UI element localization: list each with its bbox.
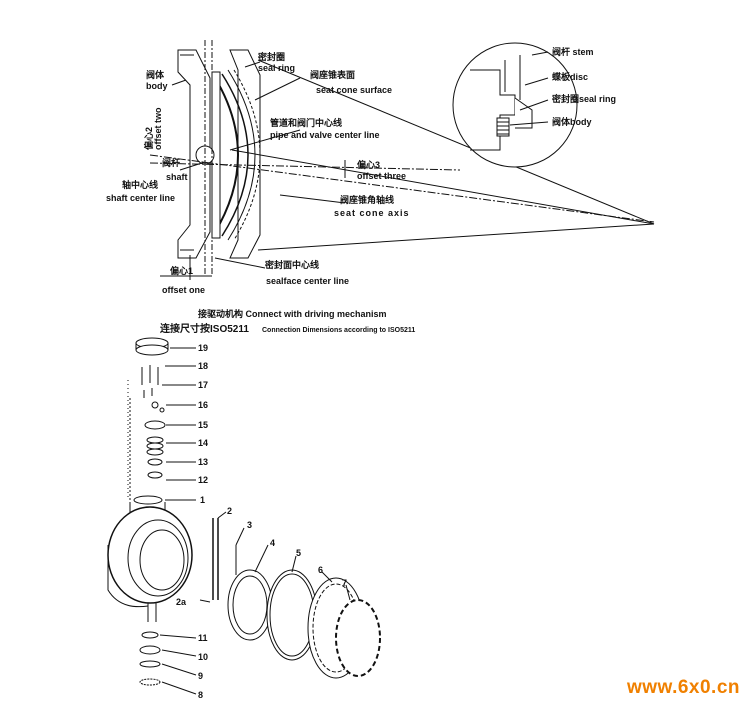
seat-cone-axis-en: seat cone axis: [334, 208, 410, 218]
part-number: 1: [200, 495, 206, 505]
shaft-center-en: shaft center line: [106, 193, 176, 203]
shaft-label-en: shaft: [166, 172, 188, 182]
part-number: 2: [227, 506, 233, 516]
offset-one-cn: 偏心1: [170, 266, 194, 276]
offset-three-en: offset three: [357, 171, 407, 181]
detail-seal-ring-label: 密封圈seal ring: [552, 94, 617, 104]
seal-ring-label-cn: 密封圈: [258, 52, 286, 62]
part-number: 10: [198, 652, 209, 662]
pipe-center-line: [149, 154, 655, 223]
part-number: 9: [198, 671, 204, 681]
body-label-cn: 阀体: [146, 70, 165, 80]
seat-cone-axis-line: [231, 149, 655, 225]
disc-section: [211, 69, 261, 241]
sealface-center-en: sealface center line: [266, 276, 350, 286]
part-number: 5: [296, 548, 302, 558]
site-watermark: www.6x0.cn: [626, 677, 740, 698]
part-number: 18: [198, 361, 209, 371]
body-label-en: body: [146, 81, 168, 91]
shaft-label-cn: 阀杆: [162, 158, 181, 168]
part-number: 19: [198, 343, 209, 353]
exploded-view: [107, 337, 381, 695]
offset-three-cn: 偏心3: [357, 160, 381, 170]
shaft-center-cn: 轴中心线: [122, 180, 159, 190]
detail-stem-label: 阀杆 stem: [552, 47, 594, 57]
seat-cone-surface-en: seat cone surface: [316, 85, 393, 95]
detail-body-label: 阀体body: [552, 117, 592, 127]
seat-cone-surface-cn: 阀座锥表面: [310, 70, 356, 80]
iso-header-cn: 连接尺寸按ISO5211: [160, 324, 249, 335]
cone-upper-line: [257, 59, 655, 225]
part-number: 13: [198, 457, 209, 467]
pipe-center-cn: 管道和阀门中心线: [270, 118, 343, 128]
part-number: 15: [198, 420, 209, 430]
seal-ring-label-en: seal ring: [258, 63, 296, 73]
pipe-center-en: pipe and valve center line: [270, 130, 380, 140]
part-number: 3: [247, 520, 253, 530]
part-number: 4: [270, 538, 276, 548]
offset-two-en: offset two: [153, 107, 163, 151]
iso-header-en: Connection Dimensions according to ISO52…: [262, 327, 416, 334]
part-number: 2a: [176, 597, 187, 607]
sealface-center-cn: 密封面中心线: [265, 260, 320, 270]
detail-circle: [452, 42, 578, 168]
seat-cone-axis-cn: 阀座锥角轴线: [340, 195, 395, 205]
detail-disc-label: 蝶板disc: [552, 72, 589, 82]
part-number: 17: [198, 380, 209, 390]
part-number: 11: [198, 633, 208, 643]
part-number: 7: [342, 578, 348, 588]
part-number: 8: [198, 690, 204, 700]
cone-lower-line: [257, 223, 655, 251]
part-number: 14: [198, 438, 209, 448]
part-number: 12: [198, 475, 209, 485]
offset-one-en: offset one: [162, 285, 206, 295]
part-number: 6: [318, 565, 324, 575]
part-number: 16: [198, 400, 209, 410]
driving-mechanism-header: 接驱动机构 Connect with driving mechanism: [198, 309, 387, 319]
